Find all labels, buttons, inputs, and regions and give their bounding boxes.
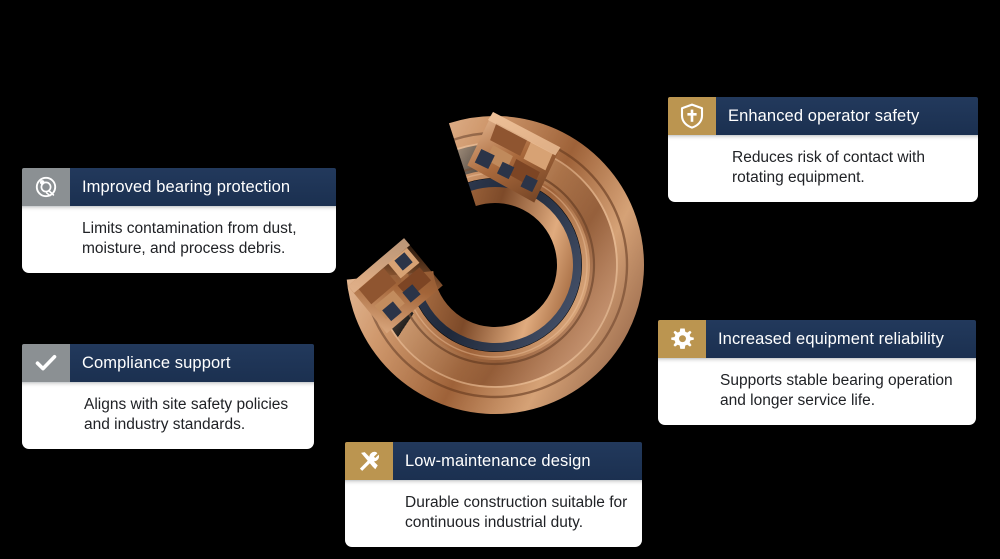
card-title: Enhanced operator safety — [728, 106, 920, 125]
product-image-bearing-isolator — [330, 100, 660, 430]
card-title: Increased equipment reliability — [718, 329, 944, 348]
card-description: Aligns with site safety policies and ind… — [84, 396, 289, 434]
tools-icon — [345, 442, 393, 480]
card-title: Compliance support — [82, 353, 231, 372]
card-title-bar: Low-maintenance design — [393, 442, 642, 480]
card-low-maintenance-design[interactable]: Low-maintenance design Durable construct… — [345, 442, 642, 548]
card-description: Limits contamination from dust, moisture… — [82, 220, 297, 258]
card-title-bar: Enhanced operator safety — [716, 97, 978, 135]
card-header: Enhanced operator safety — [668, 97, 978, 135]
shield-icon — [668, 97, 716, 135]
card-body: Supports stable bearing operation and lo… — [658, 358, 976, 426]
card-title: Improved bearing protection — [82, 177, 291, 196]
card-title: Low-maintenance design — [405, 451, 591, 470]
card-header: Compliance support — [22, 344, 314, 382]
card-header: Low-maintenance design — [345, 442, 642, 480]
card-title-bar: Compliance support — [70, 344, 314, 382]
card-improved-bearing-protection[interactable]: Improved bearing protection Limits conta… — [22, 168, 336, 274]
card-body: Reduces risk of contact with rotating eq… — [668, 135, 978, 203]
check-icon — [22, 344, 70, 382]
bearing-icon — [22, 168, 70, 206]
card-description: Durable construction suitable for contin… — [405, 494, 628, 532]
card-description: Supports stable bearing operation and lo… — [720, 372, 953, 410]
card-title-bar: Increased equipment reliability — [706, 320, 976, 358]
card-enhanced-operator-safety[interactable]: Enhanced operator safety Reduces risk of… — [668, 97, 978, 203]
card-body: Aligns with site safety policies and ind… — [22, 382, 314, 450]
card-increased-equipment-reliability[interactable]: Increased equipment reliability Supports… — [658, 320, 976, 426]
card-header: Increased equipment reliability — [658, 320, 976, 358]
gear-icon — [658, 320, 706, 358]
card-description: Reduces risk of contact with rotating eq… — [732, 149, 925, 187]
card-body: Durable construction suitable for contin… — [345, 480, 642, 548]
card-body: Limits contamination from dust, moisture… — [22, 206, 336, 274]
card-title-bar: Improved bearing protection — [70, 168, 336, 206]
card-compliance-support[interactable]: Compliance support Aligns with site safe… — [22, 344, 314, 450]
card-header: Improved bearing protection — [22, 168, 336, 206]
